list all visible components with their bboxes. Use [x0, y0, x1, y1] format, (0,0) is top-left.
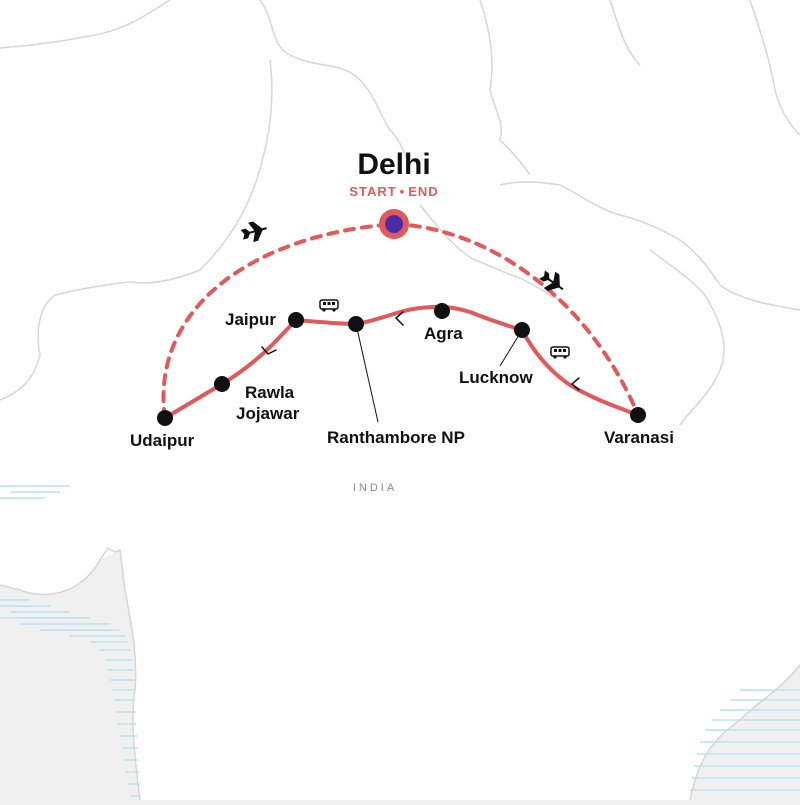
- start-text: START: [349, 184, 396, 199]
- plane-icon: [240, 221, 267, 243]
- start-city-label: Delhi: [357, 148, 430, 181]
- stop-marker-ranthambore: [348, 316, 364, 332]
- city-label-ranthambore: Ranthambore NP: [327, 428, 465, 447]
- stop-marker-agra: [434, 303, 450, 319]
- city-label-jaipur: Jaipur: [225, 310, 276, 329]
- bus-icon: [319, 299, 339, 312]
- direction-arrows: [261, 311, 580, 391]
- stop-markers: [157, 303, 646, 426]
- start-end-marker: [379, 209, 409, 239]
- start-end-badge: START •END: [349, 184, 438, 199]
- stop-marker-jaipur: [288, 312, 304, 328]
- end-text: END: [408, 184, 438, 199]
- city-label-agra: Agra: [424, 324, 463, 343]
- city-label-jojawar: Jojawar: [236, 404, 300, 423]
- city-label-varanasi: Varanasi: [604, 428, 674, 447]
- ranthambore-leader-line: [355, 323, 379, 423]
- region-label: INDIA: [353, 482, 397, 494]
- city-label-udaipur: Udaipur: [130, 431, 195, 450]
- bus-icon: [550, 346, 570, 359]
- flight-path-return: [392, 222, 640, 417]
- water-hatching: [0, 485, 800, 797]
- stop-marker-udaipur: [157, 410, 173, 426]
- city-label-rawla: Rawla: [245, 383, 295, 402]
- stop-marker-rawla: [214, 376, 230, 392]
- badge-separator: •: [400, 184, 406, 199]
- city-label-lucknow: Lucknow: [459, 368, 533, 387]
- direction-arrow-1: [261, 346, 277, 355]
- stop-marker-lucknow: [514, 322, 530, 338]
- stop-marker-varanasi: [630, 407, 646, 423]
- plane-icon: [539, 270, 564, 291]
- flight-path-outbound: [161, 222, 396, 420]
- direction-arrow-3: [570, 377, 580, 391]
- direction-arrow-2: [394, 311, 404, 326]
